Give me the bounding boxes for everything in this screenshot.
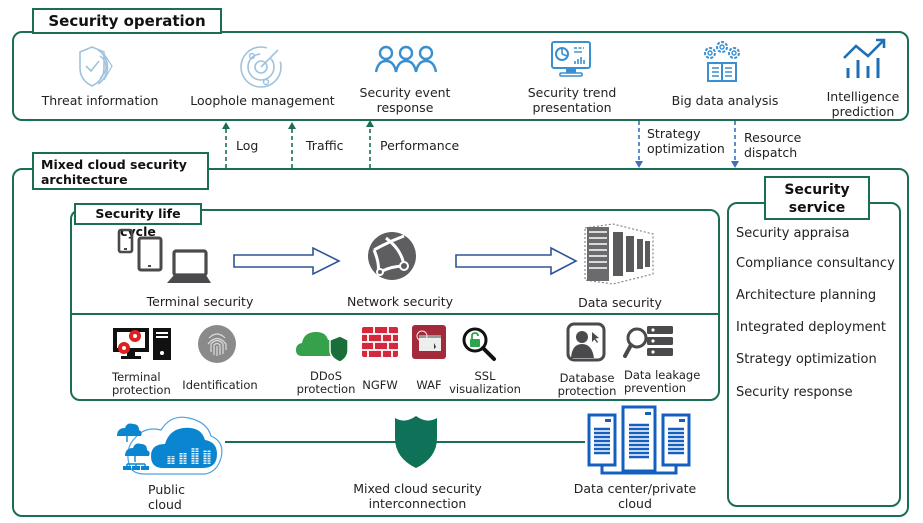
cap-label-line2: protection	[296, 382, 356, 396]
flow-label-line1: Strategy	[647, 126, 701, 141]
monitor-chart-icon	[551, 41, 591, 77]
gears-book-icon	[704, 41, 740, 82]
cap-label-line1: Database	[559, 371, 615, 385]
flow-arrow-terminal-to-network	[233, 246, 341, 276]
stage-label-network-security: Network security	[346, 294, 454, 309]
data-center-icon	[587, 405, 691, 475]
op-label-line2: prediction	[831, 104, 895, 119]
op-label-intelligence-prediction: Intelligence prediction	[818, 89, 908, 119]
flow-label-resource-dispatch: Resource dispatch	[744, 130, 801, 160]
op-label-loophole-management: Loophole management	[190, 93, 335, 108]
service-item: Architecture planning	[736, 288, 877, 303]
flow-label-strategy-optimization: Strategy optimization	[647, 126, 725, 156]
service-item: Integrated deployment	[736, 320, 886, 335]
cap-label-ddos-protection: DDoS protection	[290, 370, 362, 396]
public-cloud-icon	[117, 416, 223, 475]
network-globe-icon	[368, 232, 416, 280]
security-operation-title: Security operation	[32, 8, 222, 34]
database-user-icon	[566, 322, 606, 362]
flow-label-line2: optimization	[647, 141, 725, 156]
bottom-label-line1: Mixed cloud security	[353, 481, 482, 496]
cap-label-line1: Data leakage	[624, 368, 701, 382]
life-cycle-divider	[72, 313, 718, 315]
op-label-threat-information: Threat information	[41, 93, 159, 108]
waf-icon	[412, 325, 446, 359]
cap-label-line2: prevention	[624, 381, 687, 395]
cap-label-line2: protection	[112, 383, 171, 397]
flow-label-line2: dispatch	[744, 145, 798, 160]
stage-label-data-security: Data security	[578, 295, 662, 310]
flow-label-log: Log	[236, 138, 259, 153]
up-arrow-performance	[366, 120, 374, 168]
security-service-panel	[727, 202, 901, 507]
people-group-icon	[374, 45, 438, 73]
cap-label-line1: Terminal	[112, 370, 161, 384]
cap-label-ngfw: NGFW	[362, 378, 398, 392]
fingerprint-icon	[198, 325, 236, 363]
cap-label-database-protection: Database protection	[550, 372, 624, 398]
bottom-label-public-cloud: Public cloud	[138, 482, 198, 512]
cap-label-line1: DDoS	[309, 369, 343, 383]
flow-label-line1: Resource	[744, 130, 802, 145]
ssl-lock-magnifier-icon	[462, 327, 496, 361]
bottom-label-mixed-cloud-interconnection: Mixed cloud security interconnection	[340, 481, 495, 511]
op-label-big-data-analysis: Big data analysis	[671, 93, 779, 108]
down-arrow-resource-dispatch	[731, 121, 739, 168]
up-arrow-traffic	[288, 122, 296, 168]
bottom-label-line2: cloud	[618, 496, 652, 511]
cap-label-line1: SSL	[474, 369, 496, 383]
cap-label-line2: visualization	[449, 382, 521, 396]
firewall-icon	[362, 327, 398, 357]
trend-chart-icon	[843, 38, 886, 78]
service-item: Compliance consultancy	[736, 256, 895, 271]
architecture-title-line1: Mixed cloud security	[41, 157, 187, 172]
data-leak-search-icon	[623, 326, 673, 358]
cap-label-waf: WAF	[416, 378, 442, 392]
op-label-line1: Security event	[359, 85, 451, 100]
ddos-cloud-shield-icon	[296, 332, 349, 363]
radar-icon	[240, 46, 282, 88]
op-label-line2: presentation	[532, 100, 612, 115]
flow-label-performance: Performance	[380, 138, 460, 153]
op-label-line1: Security trend	[527, 85, 617, 100]
bottom-label-line1: Public	[148, 482, 185, 497]
bottom-label-line2: interconnection	[368, 496, 467, 511]
service-item: Security response	[736, 385, 853, 400]
shield-radar-icon	[79, 46, 113, 87]
security-service-title-line2: service	[788, 200, 846, 216]
security-service-title-line1: Security	[784, 182, 850, 198]
server-rack-icon	[584, 223, 654, 285]
bottom-label-line2: cloud	[148, 497, 182, 512]
cap-label-data-leakage-prevention: Data leakage prevention	[624, 369, 704, 395]
cap-label-terminal-protection: Terminal protection	[104, 371, 182, 397]
life-cycle-title: Security life cycle	[74, 203, 202, 239]
terminal-protection-icon	[113, 328, 171, 360]
service-item: Strategy optimization	[736, 352, 877, 367]
shield-icon	[395, 416, 437, 468]
op-label-security-trend-presentation: Security trend presentation	[512, 85, 632, 115]
security-operation-panel	[12, 31, 909, 121]
down-arrow-strategy-optimization	[635, 121, 643, 168]
flow-arrow-network-to-data	[455, 246, 578, 276]
cap-label-line2: protection	[557, 384, 617, 398]
architecture-title: Mixed cloud security architecture	[32, 152, 209, 190]
stage-label-terminal-security: Terminal security	[146, 294, 254, 309]
service-item: Security appraisa	[736, 226, 850, 241]
devices-icon	[117, 228, 211, 283]
cap-label-ssl-visualization: SSL visualization	[440, 370, 530, 396]
flow-label-traffic: Traffic	[306, 138, 344, 153]
architecture-title-line2: architecture	[41, 172, 128, 187]
up-arrow-log	[222, 122, 230, 168]
bottom-label-line1: Data center/private	[573, 481, 697, 496]
bottom-label-data-center: Data center/private cloud	[565, 481, 705, 511]
cap-label-identification: Identification	[182, 378, 258, 392]
security-service-title: Security service	[764, 176, 870, 220]
op-label-line1: Intelligence	[826, 89, 900, 104]
op-label-security-event-response: Security event response	[345, 85, 465, 115]
op-label-line2: response	[376, 100, 434, 115]
